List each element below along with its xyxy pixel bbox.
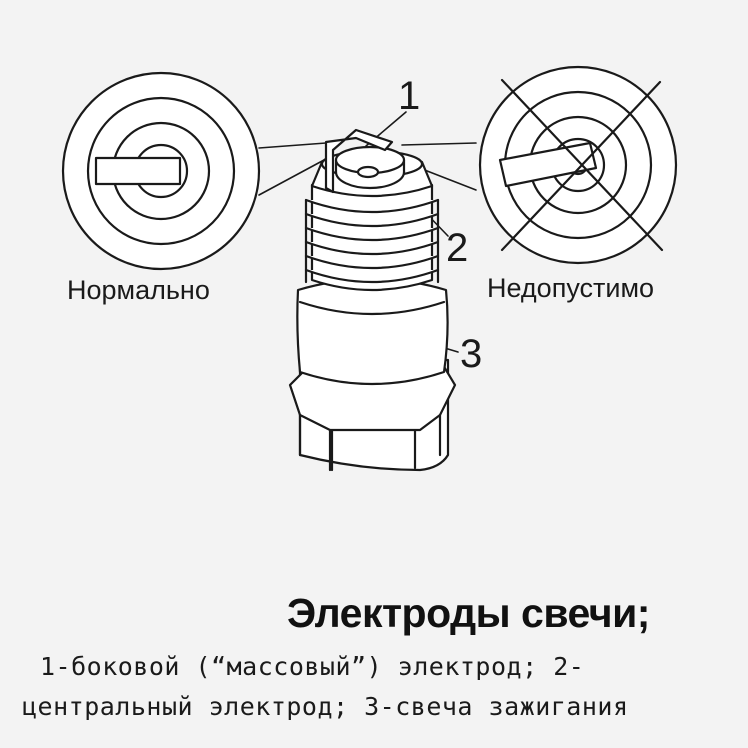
callout-3: 3 (460, 332, 483, 376)
normal-label: Нормально (67, 275, 210, 305)
cross-line-2 (500, 80, 662, 252)
side-electrode (324, 128, 394, 194)
plug-thread (304, 183, 440, 292)
invalid-electrode-inset (478, 65, 678, 265)
plug-body (296, 277, 449, 386)
invalid-label: Недопустимо (487, 273, 655, 303)
side-electrode-normal (94, 156, 182, 186)
normal-electrode-inset (61, 71, 261, 271)
spark-plug (288, 128, 457, 472)
central-electrode (356, 165, 380, 179)
callout-2: 2 (446, 226, 469, 270)
figure-caption-title: Электроды свечи; (287, 590, 650, 636)
callout-1: 1 (398, 74, 421, 118)
figure-caption-line-2: центральный электрод; 3-свеча зажигания (22, 692, 629, 721)
figure-caption-line-1: 1-боковой (“массовый”) электрод; 2- (40, 652, 585, 681)
